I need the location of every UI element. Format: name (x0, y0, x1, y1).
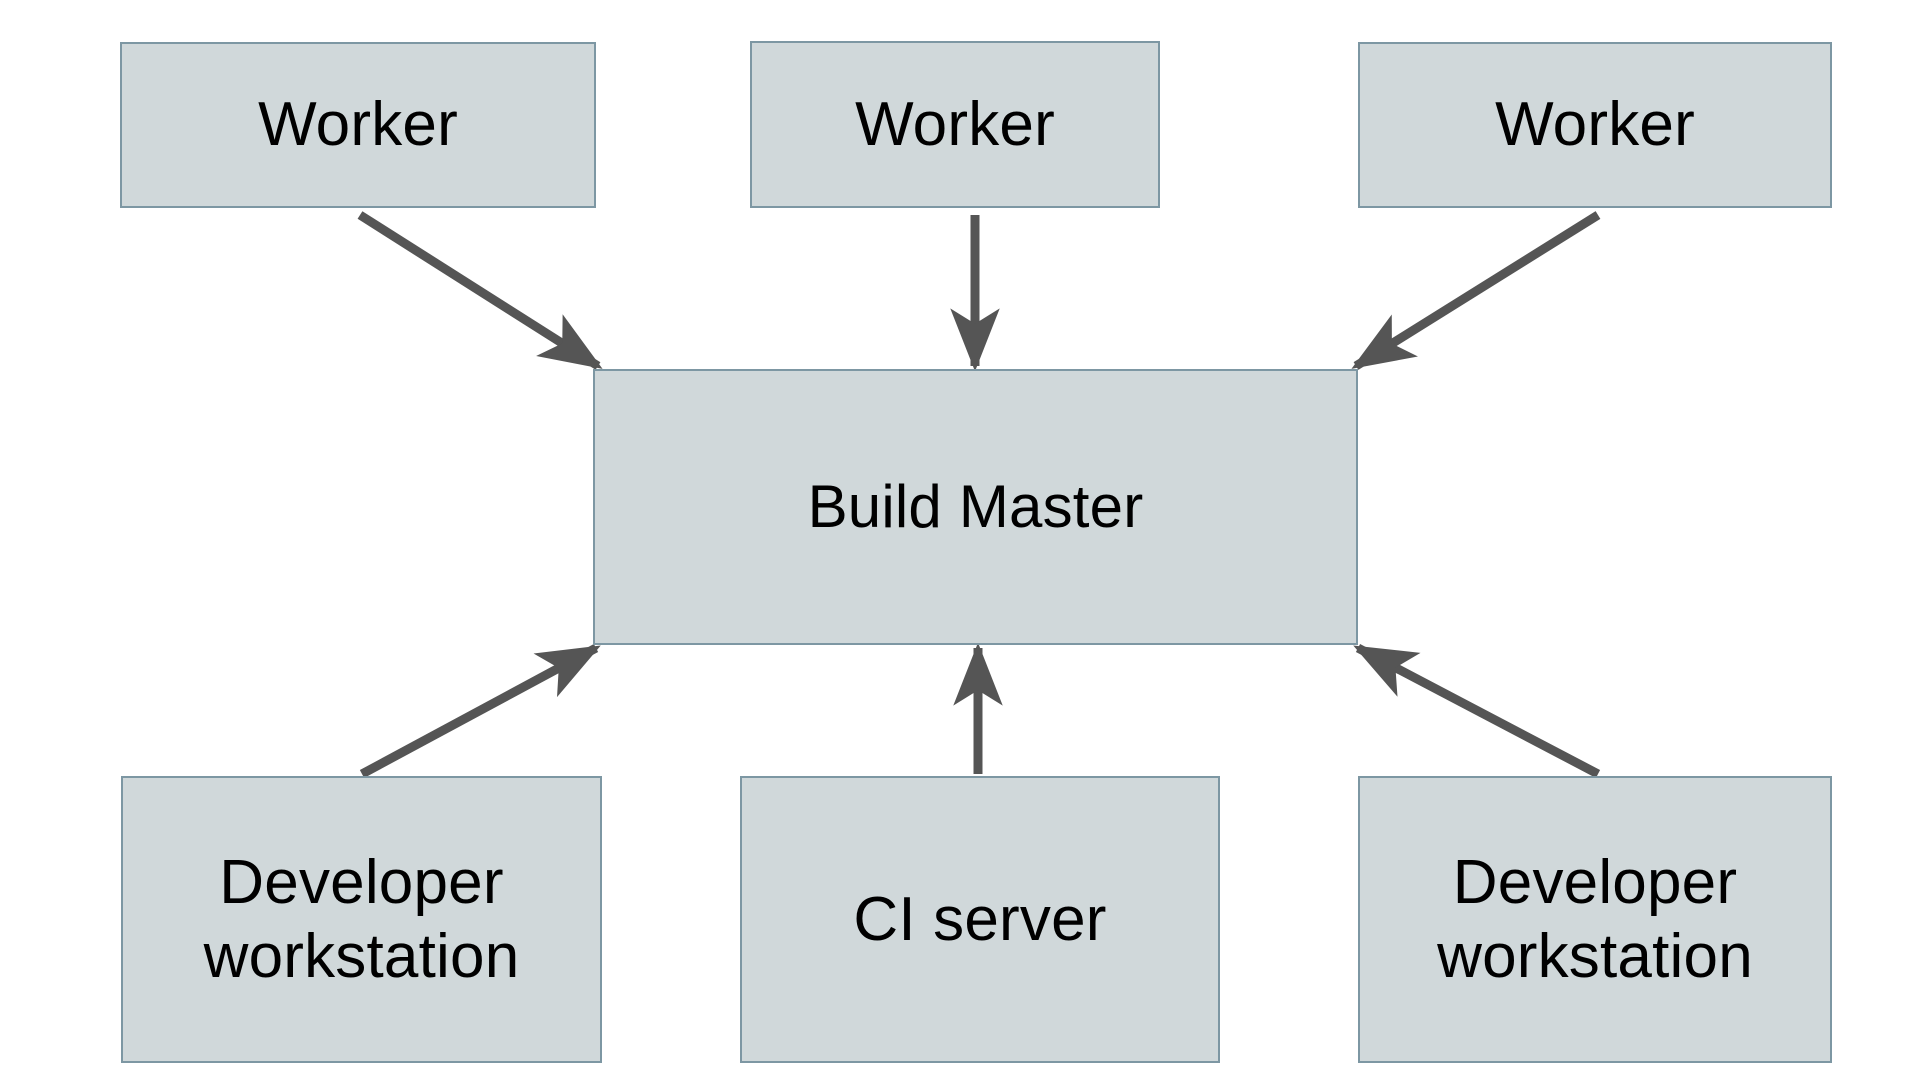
node-label: Worker (1495, 90, 1695, 160)
node-developer-workstation-right[interactable]: Developer workstation (1358, 776, 1832, 1063)
node-label: Build Master (807, 472, 1144, 540)
node-worker-left[interactable]: Worker (120, 42, 596, 208)
node-worker-center[interactable]: Worker (750, 41, 1160, 208)
node-label: CI server (853, 884, 1107, 954)
node-worker-right[interactable]: Worker (1358, 42, 1832, 208)
edge-worker-left-to-build-master (357, 211, 603, 370)
edge-developer-workstation-left-to-build-master (359, 644, 601, 778)
edge-developer-workstation-right-to-build-master (1353, 644, 1601, 778)
node-label: Developer workstation (1437, 848, 1753, 991)
node-label: Worker (258, 90, 458, 160)
node-build-master[interactable]: Build Master (593, 369, 1358, 645)
node-ci-server[interactable]: CI server (740, 776, 1220, 1063)
edge-worker-right-to-build-master (1351, 211, 1601, 370)
node-developer-workstation-left[interactable]: Developer workstation (121, 776, 602, 1063)
node-label: Developer workstation (203, 848, 520, 991)
node-label: Worker (855, 89, 1055, 159)
